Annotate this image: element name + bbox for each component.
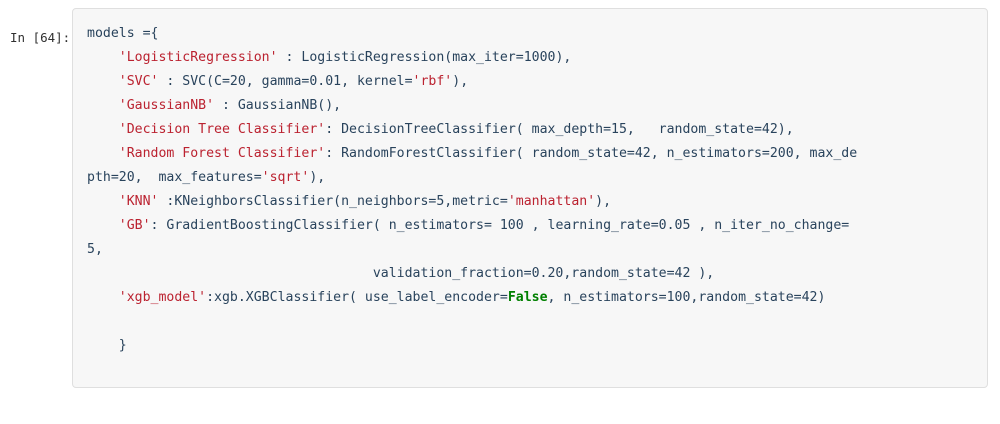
code-cell[interactable]: In [64]: models ={ 'LogisticRegression' … <box>0 0 1000 388</box>
code-token: 'sqrt' <box>261 170 310 185</box>
code-token: : DecisionTreeClassifier( max_depth=15, … <box>325 122 794 137</box>
input-prompt-label: In [64]: <box>10 30 71 45</box>
code-token <box>87 122 119 137</box>
code-token: 'LogisticRegression' <box>118 50 278 65</box>
code-token: :xgb.XGBClassifier( use_label_encoder= <box>206 290 508 305</box>
code-token: 5, <box>87 242 103 257</box>
code-token: : RandomForestClassifier( random_state=4… <box>325 146 858 161</box>
code-token <box>87 290 119 305</box>
code-token: 'GaussianNB' <box>118 98 215 113</box>
code-token: validation_fraction=0.20,random_state=42… <box>87 266 715 281</box>
code-token: models ={ <box>87 26 159 41</box>
code-token: 'Decision Tree Classifier' <box>118 122 326 137</box>
code-token: 'GB' <box>118 218 151 233</box>
code-token: 'Random Forest Classifier' <box>118 146 326 161</box>
code-token: : LogisticRegression(max_iter=1000), <box>277 50 572 65</box>
code-editor-area[interactable]: models ={ 'LogisticRegression' : Logisti… <box>72 8 988 388</box>
code-token: pth=20, max_features= <box>87 170 262 185</box>
code-token: , n_estimators=100,random_state=42) <box>547 290 826 305</box>
code-token: False <box>507 290 548 305</box>
code-token: ), <box>452 74 469 89</box>
code-token: 'xgb_model' <box>118 290 207 305</box>
code-token <box>87 74 119 89</box>
code-token: 'manhattan' <box>507 194 596 209</box>
code-tokens: models ={ 'LogisticRegression' : Logisti… <box>87 26 857 353</box>
code-token: :KNeighborsClassifier(n_neighbors=5,metr… <box>158 194 508 209</box>
code-token: } <box>87 338 127 353</box>
code-token: ), <box>309 170 326 185</box>
code-token: ), <box>595 194 612 209</box>
code-token: 'rbf' <box>412 74 453 89</box>
code-token: 'KNN' <box>118 194 159 209</box>
code-token <box>87 98 119 113</box>
code-token <box>87 218 119 233</box>
code-token <box>87 50 119 65</box>
code-token: 'SVC' <box>118 74 159 89</box>
code-token: : SVC(C=20, gamma=0.01, kernel= <box>158 74 413 89</box>
code-token: : GaussianNB(), <box>214 98 342 113</box>
code-token <box>87 194 119 209</box>
code-source[interactable]: models ={ 'LogisticRegression' : Logisti… <box>87 22 973 358</box>
code-token <box>87 146 119 161</box>
code-token: : GradientBoostingClassifier( n_estimato… <box>150 218 850 233</box>
